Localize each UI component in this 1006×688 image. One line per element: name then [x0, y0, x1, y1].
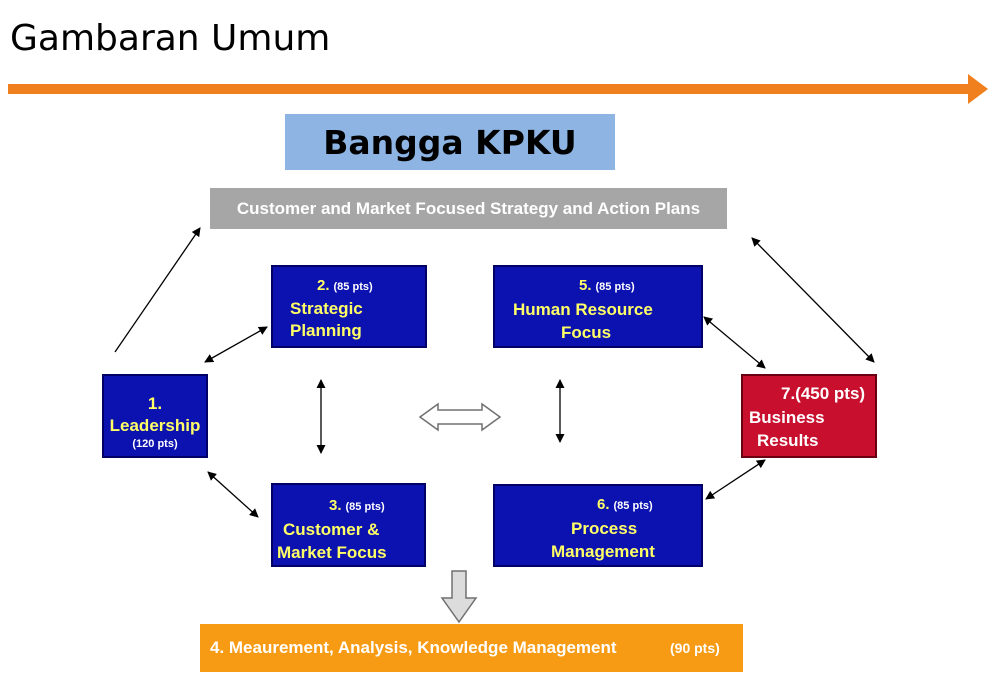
business-results-title-line1: Business	[749, 408, 825, 427]
process-management-number: 6.	[597, 496, 610, 513]
strategy-results-arrow	[751, 237, 875, 363]
business-results-title-line2: Results	[757, 431, 819, 450]
human-resource-points: (85 pts)	[595, 281, 635, 293]
strategic-planning-number: 2.	[317, 277, 330, 294]
center-double-arrow	[418, 402, 502, 432]
page-title: Gambaran Umum	[10, 18, 331, 59]
customer-market-number: 3.	[329, 497, 342, 514]
leadership-number: 1.	[147, 394, 163, 413]
human-resource-number: 5.	[579, 277, 592, 294]
title-rule-bar	[8, 84, 970, 94]
customer-market-points: (85 pts)	[345, 501, 385, 513]
customer-market-title-line1: Customer &	[283, 520, 380, 539]
title-arrow-rule	[8, 74, 988, 104]
process-management-box: 6.(85 pts) Process Management	[493, 484, 703, 567]
leadership-to-strategy-arrow	[114, 227, 201, 353]
process-management-title-line2: Management	[551, 542, 655, 561]
down-block-arrow	[440, 570, 478, 624]
strategic-planning-title-line2: Planning	[290, 321, 362, 340]
business-results-number: 7.(450 pts)	[781, 384, 866, 403]
leadership-points: (120 pts)	[132, 438, 178, 450]
banner: Bangga KPKU	[285, 114, 615, 170]
measurement-points: (90 pts)	[670, 640, 720, 656]
leadership-planning-arrow	[204, 326, 268, 363]
process-management-title-line1: Process	[571, 519, 638, 538]
leadership-title: Leadership	[109, 416, 201, 435]
process-management-points: (85 pts)	[613, 500, 653, 512]
human-resource-title-line1: Human Resource	[513, 300, 653, 319]
leadership-customer-arrow	[207, 471, 259, 518]
strategy-bar: Customer and Market Focused Strategy and…	[210, 188, 727, 229]
leadership-box: 1. Leadership (120 pts)	[102, 374, 208, 458]
process-results-arrow	[705, 459, 766, 500]
customer-market-title-line2: Market Focus	[277, 543, 387, 562]
title-rule-arrowhead	[968, 74, 988, 104]
measurement-label: 4. Meaurement, Analysis, Knowledge Manag…	[210, 638, 617, 657]
strategic-planning-points: (85 pts)	[333, 281, 373, 293]
human-resource-box: 5.(85 pts) Human Resource Focus	[493, 265, 703, 348]
strategic-planning-box: 2.(85 pts) Strategic Planning	[271, 265, 427, 348]
customer-market-box: 3.(85 pts) Customer & Market Focus	[271, 483, 426, 567]
hr-results-arrow	[703, 316, 766, 369]
human-resource-title-line2: Focus	[561, 323, 612, 342]
strategy-bar-label: Customer and Market Focused Strategy and…	[236, 198, 701, 218]
business-results-box: 7.(450 pts) Business Results	[741, 374, 877, 458]
strategic-planning-title-line1: Strategic	[290, 299, 363, 318]
measurement-bar: 4. Meaurement, Analysis, Knowledge Manag…	[200, 624, 743, 672]
